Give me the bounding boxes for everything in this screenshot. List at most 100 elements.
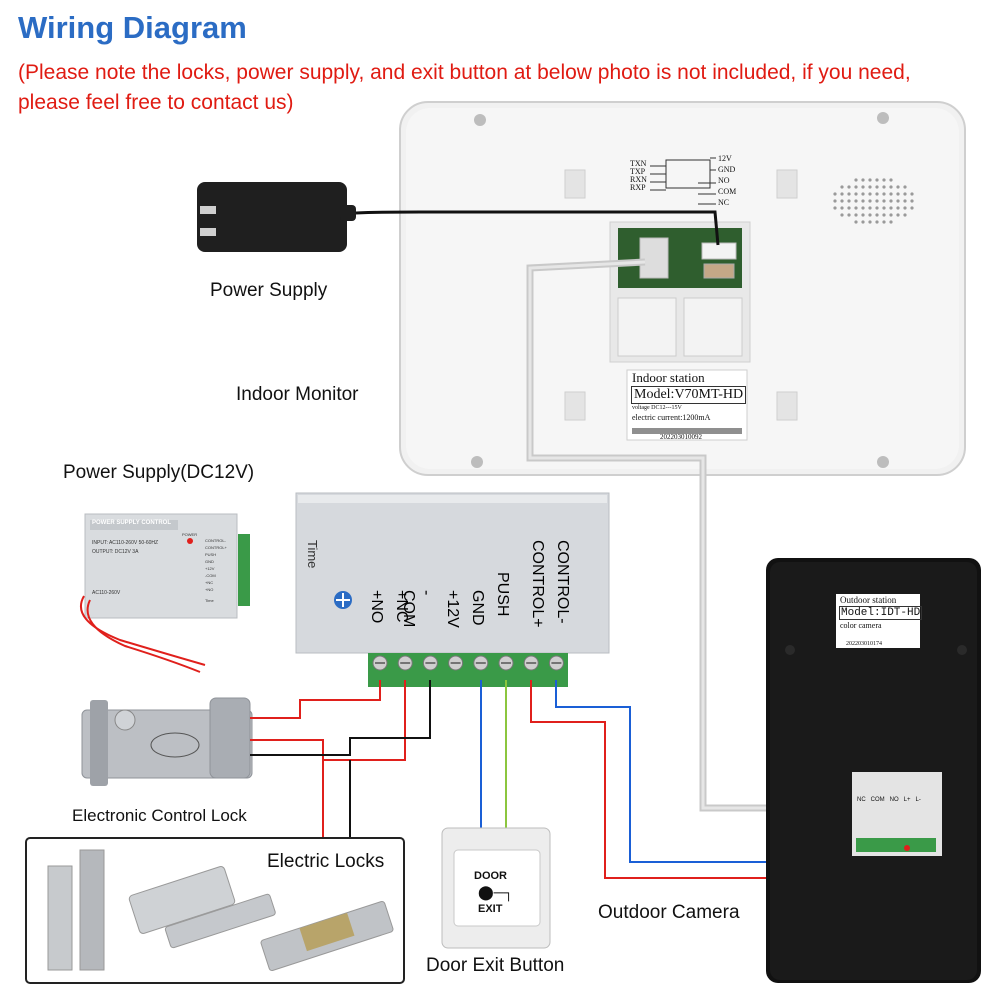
pin-label: COM [718, 187, 737, 196]
grille-dot [903, 213, 907, 217]
grille-dot [854, 192, 858, 196]
door-exit-button [441, 827, 551, 949]
grille-dot [868, 199, 872, 203]
grille-dot [889, 206, 893, 210]
grille-dot [854, 213, 858, 217]
grille-dot [868, 192, 872, 196]
grille-dot [847, 213, 851, 217]
page-title: Wiring Diagram [18, 10, 247, 45]
psu-terminal-label: +NO [205, 587, 214, 592]
grille-dot [875, 199, 879, 203]
grille-dot [896, 192, 900, 196]
grille-dot [868, 206, 872, 210]
pin-label: GND [718, 165, 736, 174]
pin-label: RXN [630, 175, 647, 184]
screw-icon [474, 114, 486, 126]
power-adapter [197, 182, 720, 252]
terminal-block [368, 653, 568, 687]
pin-label: TXN [630, 159, 647, 168]
grille-dot [833, 206, 837, 210]
grille-dot [868, 220, 872, 224]
psu-input: INPUT: AC110-260V 50-60HZ [92, 540, 159, 546]
control-box-time: Time [305, 540, 320, 569]
grille-dot [861, 206, 865, 210]
pin-label: RXP [630, 183, 646, 192]
psu-terminal-label: +NC [205, 580, 214, 585]
outdoor-serial: 202203010174 [846, 641, 882, 647]
indoor-voltage: voltage DC12---15V [632, 405, 682, 411]
disclaimer-note: (Please note the locks, power supply, an… [18, 61, 911, 114]
exit-button-line1: DOOR [474, 870, 507, 882]
grille-dot [896, 213, 900, 217]
outdoor-model: Model:IDT-HD [839, 606, 923, 620]
grille-dot [896, 199, 900, 203]
pin-label: TXP [630, 167, 646, 176]
outdoor-terminal-label: L- [915, 797, 921, 803]
grille-dot [847, 199, 851, 203]
terminal-label: CONTROL- [554, 540, 571, 624]
grille-dot [833, 192, 837, 196]
electronic-control-lock-label: Electronic Control Lock [72, 806, 247, 825]
psu-terminal-labels: CONTROL- CONTROL+ PUSH GND +12V -COM +NC… [205, 537, 227, 593]
grille-dot [854, 220, 858, 224]
indoor-serial: 202203010092 [660, 433, 702, 441]
grille-dot [889, 199, 893, 203]
grille-dot [868, 185, 872, 189]
grille-dot [861, 178, 865, 182]
grille-dot [889, 192, 893, 196]
grille-dot [840, 206, 844, 210]
indoor-current: electric current:1200mA [632, 413, 711, 422]
grille-dot [903, 199, 907, 203]
grille-dot [882, 213, 886, 217]
screw-icon [471, 456, 483, 468]
grille-dot [875, 178, 879, 182]
grille-dot [868, 213, 872, 217]
key-icon: ⬤─┐ [478, 884, 514, 900]
psu-terminal-label: PUSH [205, 552, 217, 557]
grille-dot [882, 178, 886, 182]
psu-range: AC110-260V [92, 590, 121, 596]
outdoor-terminal-labels: NC COM NO L+ L- [857, 797, 921, 803]
grille-dot [910, 206, 914, 210]
psu-box [79, 513, 250, 673]
grille-dot [840, 185, 844, 189]
grille-dot [889, 185, 893, 189]
grille-dot [840, 199, 844, 203]
indoor-monitor-label: Indoor Monitor [236, 384, 359, 405]
grille-dot [903, 206, 907, 210]
grille-dot [882, 185, 886, 189]
exit-button-line2: EXIT [478, 903, 503, 915]
terminal-label: +NO [368, 590, 385, 624]
grille-dot [875, 213, 879, 217]
grille-dot [875, 206, 879, 210]
screw-icon [877, 112, 889, 124]
psu-terminal-label: CONTROL- [205, 538, 226, 543]
electric-locks-label: Electric Locks [267, 851, 385, 872]
grille-dot [868, 178, 872, 182]
grille-dot [882, 192, 886, 196]
monitor-pins-left: TXN TXP RXN RXP [630, 160, 647, 192]
terminal-label: PUSH [494, 572, 511, 617]
grille-dot [861, 185, 865, 189]
grille-dot [910, 192, 914, 196]
outdoor-camera [766, 558, 981, 983]
grille-dot [854, 178, 858, 182]
grille-dot [882, 206, 886, 210]
terminal-label: CONTROL+ [529, 540, 546, 628]
pin-label: NO [718, 176, 730, 185]
grille-dot [861, 213, 865, 217]
grille-dot [889, 178, 893, 182]
monitor-pins-right: 12V GND NO COM NC [718, 153, 736, 208]
grille-dot [847, 206, 851, 210]
electronic-control-lock [81, 697, 253, 786]
grille-dot [861, 220, 865, 224]
grille-dot [889, 213, 893, 217]
grille-dot [861, 199, 865, 203]
electric-locks-images [47, 849, 394, 972]
psu-terminal-label: +12V [205, 566, 215, 571]
grille-dot [882, 199, 886, 203]
psu-output: OUTPUT: DC12V 3A [92, 549, 139, 555]
power-supply-label: Power Supply [210, 280, 328, 301]
grille-dot [875, 185, 879, 189]
